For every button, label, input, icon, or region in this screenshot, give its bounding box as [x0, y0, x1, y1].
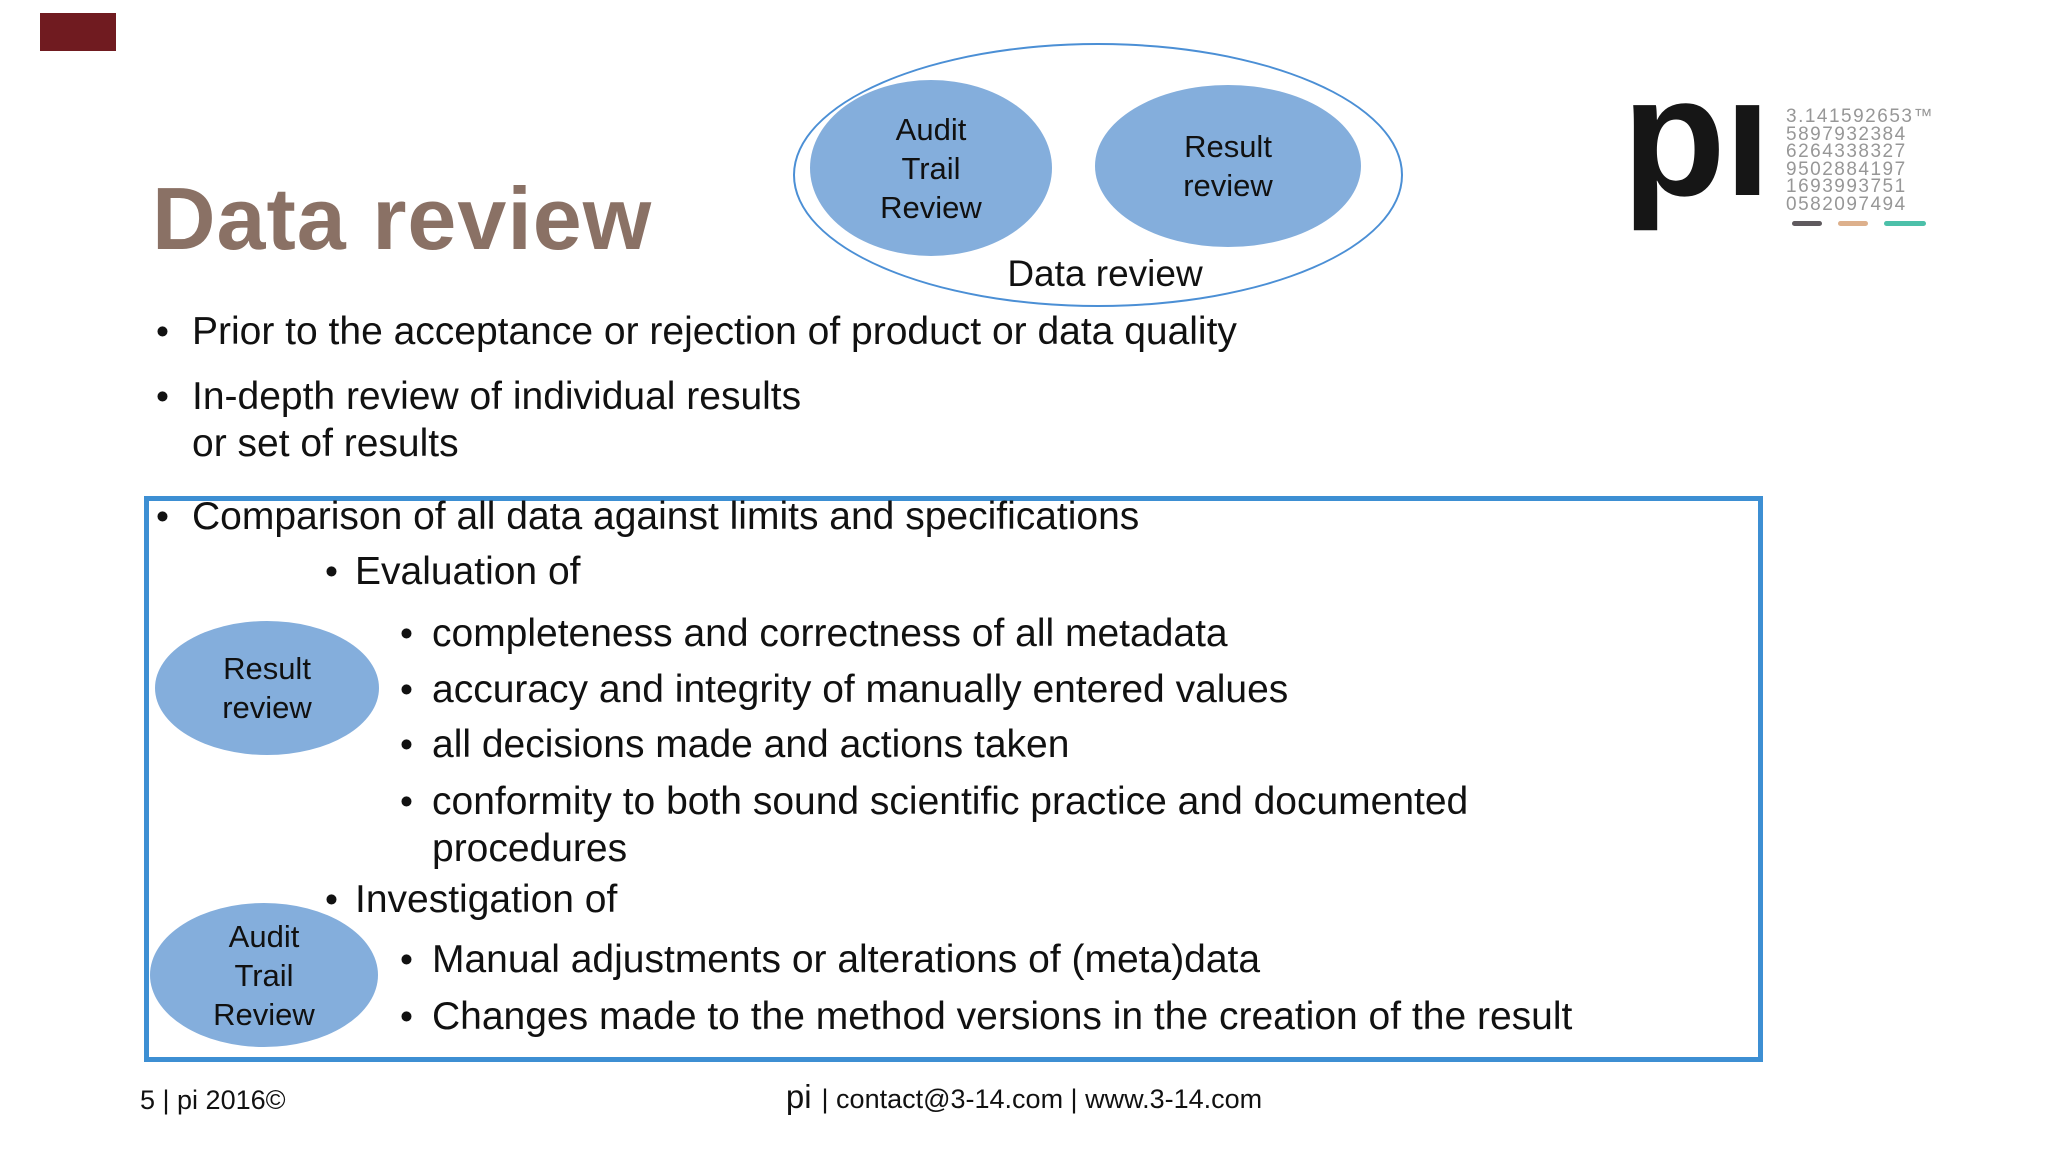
pi-digit-row: 0582097494	[1786, 193, 1907, 215]
box-ellipse-audit-trail-review: Audit Trail Review	[150, 903, 378, 1047]
bullet-indepth: In-depth review of individual results or…	[156, 373, 801, 467]
pi-logo: pı	[1622, 42, 1771, 232]
pi-digit-rows: 3.141592653™ 5897932384 6264338327 95028…	[1786, 106, 1934, 215]
venn-ellipse-result-review: Result review	[1095, 85, 1361, 247]
box-ellipse-result-label: Result review	[222, 651, 312, 725]
slide-number: 5 | pi 2016©	[140, 1085, 286, 1115]
box-ellipse-result-review: Result review	[155, 621, 379, 755]
pi-digit-row: 1693993751	[1786, 176, 1907, 197]
venn-ellipse-audit-label: Audit Trail Review	[880, 111, 982, 225]
box-ellipse-audit-label: Audit Trail Review	[213, 918, 315, 1032]
pi-digit-row: 9502884197	[1786, 158, 1907, 180]
bullet-evaluation-of: Evaluation of	[325, 548, 580, 595]
page-title: Data review	[152, 168, 653, 268]
pi-digit-row: 6264338327	[1786, 141, 1907, 162]
pi-digit-row: 5897932384	[1786, 123, 1907, 145]
footer-contact: pi | contact@3-14.com | www.3-14.com	[0, 1078, 2048, 1116]
bullet-comparison: Comparison of all data against limits an…	[156, 493, 1139, 540]
bullet-conformity: conformity to both sound scientific prac…	[400, 778, 1468, 872]
bullet-completeness: completeness and correctness of all meta…	[400, 610, 1228, 657]
dash-teal	[1884, 221, 1926, 226]
footer-contact-text: | contact@3-14.com | www.3-14.com	[821, 1084, 1263, 1114]
venn-ellipse-result-label: Result review	[1183, 129, 1273, 203]
bullet-manual-adjustments: Manual adjustments or alterations of (me…	[400, 936, 1260, 983]
corner-flag	[40, 13, 116, 51]
bullet-prior: Prior to the acceptance or rejection of …	[156, 308, 1237, 355]
venn-caption: Data review	[1007, 253, 1203, 294]
pi-digit-row: 3.141592653™	[1786, 106, 1934, 127]
bullet-investigation-of: Investigation of	[325, 876, 617, 923]
bullet-accuracy: accuracy and integrity of manually enter…	[400, 666, 1288, 713]
venn-ellipse-audit-trail-review: Audit Trail Review	[810, 80, 1052, 256]
footer-brand: pi	[785, 1078, 812, 1115]
dash-tan	[1838, 221, 1868, 226]
dash-gray	[1792, 221, 1822, 226]
bullet-decisions: all decisions made and actions taken	[400, 721, 1069, 768]
bullet-changes-made: Changes made to the method versions in t…	[400, 993, 1572, 1040]
pi-logo-dashes	[1792, 221, 1942, 239]
